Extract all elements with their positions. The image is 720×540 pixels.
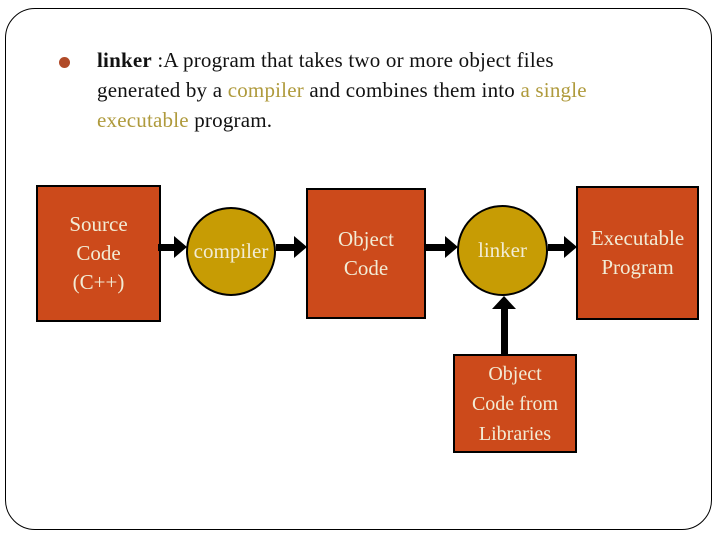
executable-program-box-line: Executable [590,226,685,250]
source-code-box: Source Code (C++) [36,185,161,322]
compiler-ellipse: compiler [186,207,276,296]
arrow-shaft [501,308,508,354]
source-code-box-line: Source [69,212,128,236]
slide-frame [5,8,712,530]
right-arrow-icon-source-to-compiler [158,236,187,258]
object-code-box: Object Code [306,188,426,319]
arrow-head [445,236,458,258]
arrow-head [174,236,187,258]
libraries-box-line: Libraries [478,422,552,445]
highlight-executable: executable [97,108,189,132]
arrow-head [492,296,516,309]
executable-program-box-line: Program [601,255,674,279]
object-code-box-line: Code [343,255,389,280]
highlight-a-single: a single [520,78,587,102]
definition-line-1: linker :A program that takes two or more… [97,48,554,72]
object-code-from-libraries-box: Object Code from Libraries [453,354,577,453]
term-linker: linker [97,48,152,72]
executable-program-box: Executable Program [576,186,699,320]
object-code-box-line: Object [338,226,394,251]
linker-ellipse: linker [457,205,548,296]
arrow-shaft [548,244,564,251]
arrow-head [294,236,307,258]
arrow-shaft [158,244,174,251]
definition-line-2: generated by a compiler and combines the… [97,78,587,102]
arrow-shaft [426,244,445,251]
highlight-compiler: compiler [227,78,304,102]
right-arrow-icon-object-to-linker [426,236,458,258]
libraries-box-line: Object [488,362,542,385]
source-code-box-line: Code [76,241,121,265]
definition-text: linker :A program that takes two or more… [97,45,657,135]
source-code-box-line: (C++) [72,270,125,294]
right-arrow-icon-linker-to-executable [548,236,577,258]
arrow-head [564,236,577,258]
right-arrow-icon-compiler-to-object [276,236,307,258]
definition-line-3: executable program. [97,108,273,132]
up-arrow-icon-libraries-to-linker [492,296,516,354]
bullet-icon [59,57,70,68]
compiler-label: compiler [193,239,269,263]
linker-label: linker [478,238,527,262]
libraries-box-line: Code from [471,392,559,415]
arrow-shaft [276,244,294,251]
